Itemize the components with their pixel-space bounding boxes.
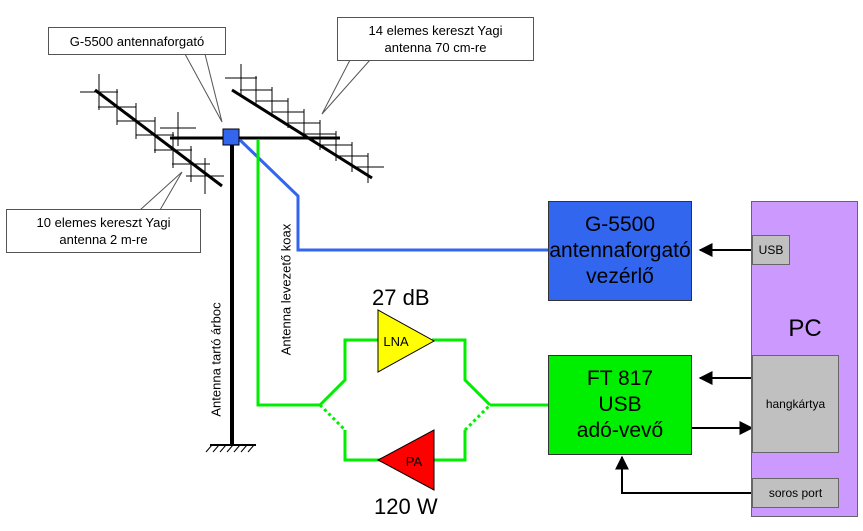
pa-power-label: 120 W [374,494,438,519]
lna-amplifier [377,309,436,373]
yagi-2m-callout: 10 elemes kereszt Yagi antenna 2 m-re [6,209,201,253]
callout-pointers [138,53,372,211]
yagi-70cm-callout-line2: antenna 70 cm-re [384,40,487,55]
mast-label: Antenna tartó árboc [208,302,224,417]
usb-port-label: USB [758,243,784,257]
lna-gain-label: 27 dB [372,285,430,310]
yagi-70cm-callout-line1: 14 elemes kereszt Yagi [368,23,503,38]
usb-port: USB [752,235,790,265]
yagi-70cm-callout: 14 elemes kereszt Yagi antenna 70 cm-re [337,17,534,61]
yagi-70cm-antenna [225,64,384,183]
pc-label: PC [788,315,822,342]
controller-line1: G-5500 [584,213,656,236]
signal-arrows [615,243,754,494]
yagi-2m-callout-line1: 10 elemes kereszt Yagi [36,215,171,230]
transceiver-line2: USB [598,393,642,416]
lna-label: LNA [383,333,409,349]
serial-port-label: soros port [768,486,823,500]
soundcard: hangkártya [752,355,839,453]
soundcard-label: hangkártya [765,397,826,411]
transceiver-box: FT 817 USB adó-vevő [548,355,692,455]
yagi-2m-callout-line2: antenna 2 m-re [59,232,148,247]
serial-port: soros port [752,478,839,508]
mast [205,138,256,453]
rotator-controller-box: G-5500 antennaforgató vezérlő [548,201,692,301]
transceiver-line1: FT 817 [586,367,654,390]
rotator-cable [238,138,548,252]
transceiver-line3: adó-vevő [576,419,664,442]
pa-amplifier [376,429,435,491]
pa-label: PA [405,453,423,469]
controller-line3: vezérlő [586,265,654,288]
coax-cable [256,140,548,462]
rotator-callout: G-5500 antennaforgató [48,27,226,55]
yagi-2m-antenna [80,74,224,194]
coax-label: Antenna levezető koax [278,223,294,356]
rotator-callout-text: G-5500 antennaforgató [69,33,205,49]
controller-line2: antennaforgató [549,239,691,262]
rotator-head [222,128,240,146]
